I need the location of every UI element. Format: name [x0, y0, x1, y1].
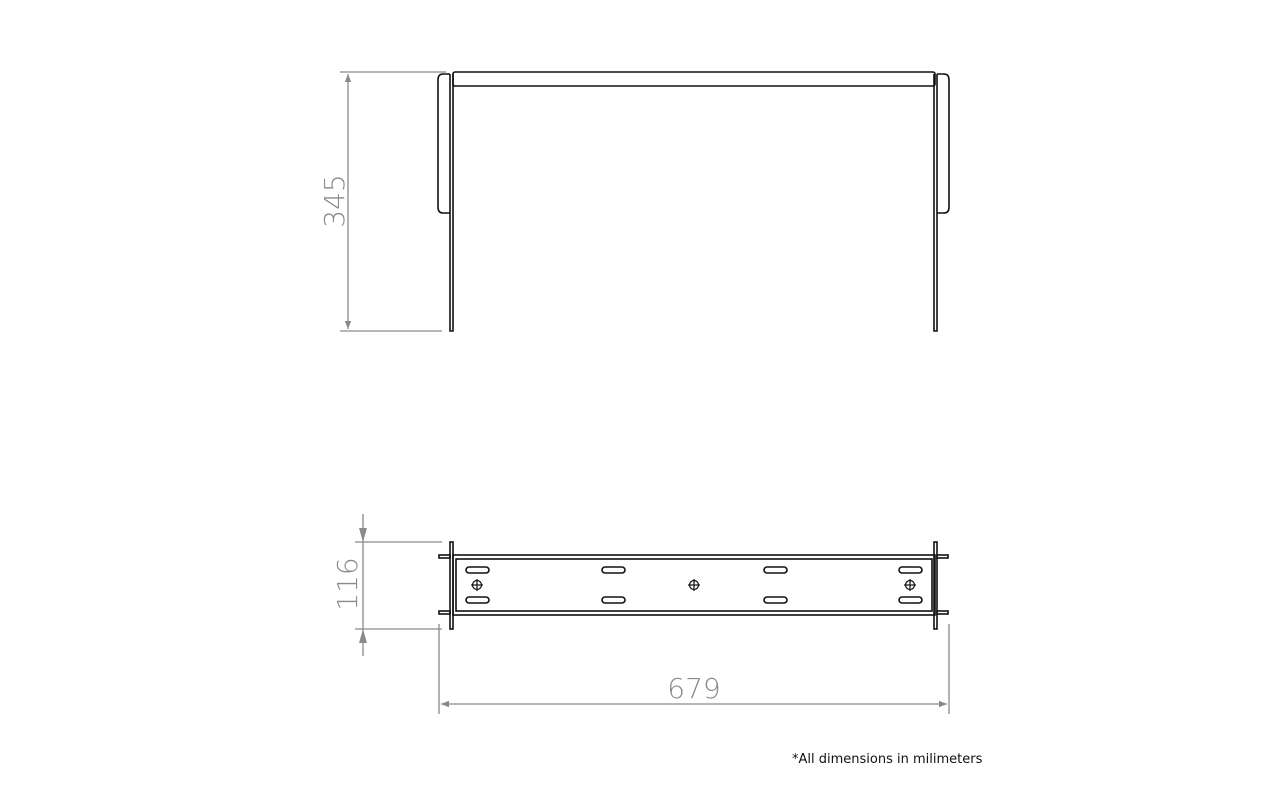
slot — [763, 566, 788, 574]
depth-dimension — [355, 514, 442, 656]
mounting-hole — [471, 579, 483, 591]
units-note: *All dimensions in milimeters — [792, 752, 983, 767]
mounting-hole — [904, 579, 916, 591]
front-left-leg — [449, 74, 454, 332]
slot — [465, 596, 490, 604]
depth-dimension-label: 116 — [331, 557, 364, 610]
height-dimension — [340, 71, 446, 332]
slot — [601, 596, 626, 604]
front-right-leg — [933, 74, 938, 332]
tab-right-bottom — [936, 610, 949, 615]
slot — [898, 596, 923, 604]
slot — [763, 596, 788, 604]
depth-arrow-bottom — [359, 629, 367, 643]
tab-right-top — [936, 554, 949, 559]
top-plate-inner — [455, 558, 933, 612]
slot — [898, 566, 923, 574]
front-left-bracket — [437, 73, 450, 214]
slot — [465, 566, 490, 574]
depth-arrow-top — [359, 528, 367, 542]
front-right-bracket — [937, 73, 950, 214]
front-top-bar — [452, 71, 936, 87]
tab-left-top — [438, 554, 451, 559]
height-dimension-label: 345 — [318, 174, 351, 227]
width-dimension-label: 679 — [667, 672, 720, 705]
top-left-post — [449, 541, 454, 630]
tab-left-bottom — [438, 610, 451, 615]
front-view — [437, 71, 950, 332]
top-view — [438, 541, 949, 630]
slot — [601, 566, 626, 574]
top-right-post — [933, 541, 938, 630]
mounting-hole — [688, 579, 700, 591]
width-dimension — [438, 624, 950, 714]
